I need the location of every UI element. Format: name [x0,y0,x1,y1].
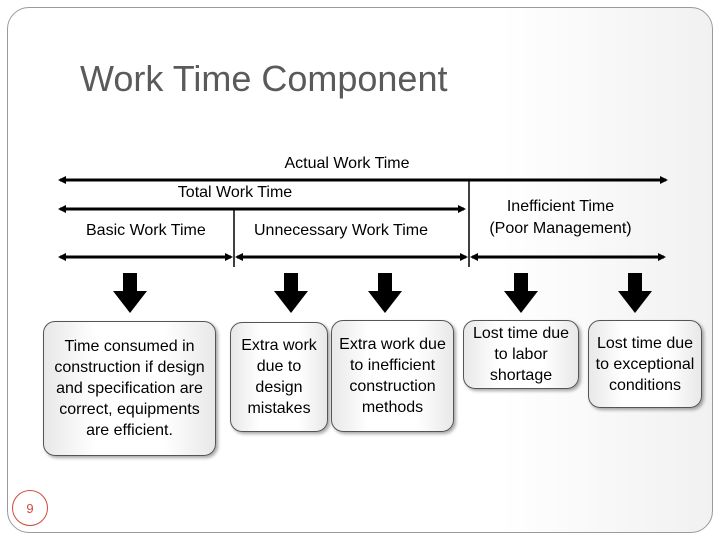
basic-work-time-box: Time consumed in construction if design … [43,321,216,456]
construction-methods-box: Extra work due to inefficient constructi… [331,320,454,432]
total-work-time-label: Total Work Time [177,184,293,201]
design-mistakes-box: Extra work due to design mistakes [230,322,328,432]
inefficient-time-label: Inefficient Time [506,198,615,215]
down-arrow-labor [504,273,538,313]
down-arrow-conditions [618,273,652,313]
labor-shortage-box: Lost time due to labor shortage [463,320,579,389]
exceptional-conditions-box: Lost time due to exceptional conditions [588,320,702,408]
page-number: 9 [12,490,48,526]
down-arrow-methods [368,273,402,313]
poor-management-label: (Poor Management) [489,220,632,237]
unnecessary-work-time-label: Unnecessary Work Time [254,222,428,239]
down-arrow-design [274,273,308,313]
down-arrow-basic [113,273,147,313]
slide-title: Work Time Component [80,58,448,99]
basic-work-time-label: Basic Work Time [86,222,206,239]
actual-work-time-label: Actual Work Time [284,155,410,172]
